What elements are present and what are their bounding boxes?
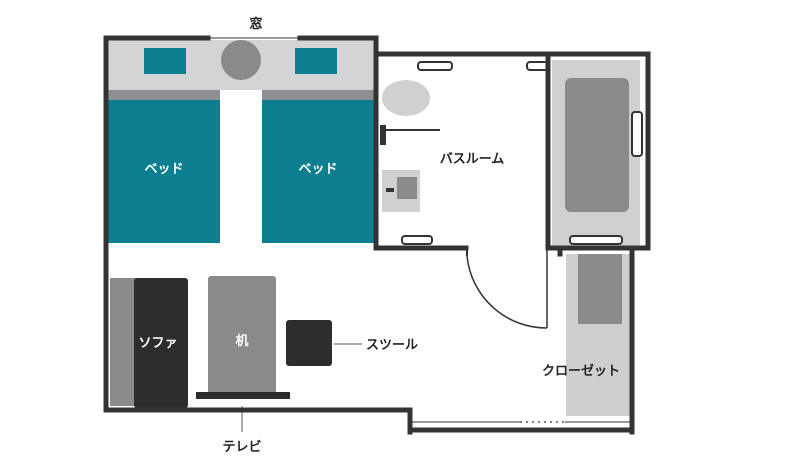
bed-right: ベッド: [262, 40, 374, 243]
walls: [103, 35, 651, 435]
toilet: [382, 61, 453, 116]
sink: [382, 170, 420, 212]
sofa-label: ソファ: [138, 336, 177, 351]
stool: スツール: [286, 320, 418, 366]
sofa: ソファ: [110, 278, 188, 408]
tv: [196, 392, 290, 399]
desk-label: 机: [235, 333, 248, 349]
bathroom-label: バスルーム: [440, 152, 505, 167]
closet-label: クローゼット: [542, 363, 620, 379]
bed-left: ベッド: [108, 40, 220, 243]
pillow-right: [295, 48, 337, 74]
shower-fixture: [380, 125, 386, 145]
stool-label: スツール: [366, 338, 418, 353]
bathroom-door: [466, 248, 548, 329]
pillow-left: [144, 48, 186, 74]
tv-label: テレビ: [222, 439, 261, 455]
bathtub: [552, 60, 643, 246]
lamp: [221, 40, 261, 80]
window-label: 窓: [249, 16, 262, 32]
desk: 机: [208, 276, 276, 394]
bed-right-label: ベッド: [298, 162, 337, 177]
towel-bar-bottom: [401, 235, 433, 245]
closet: クローゼット: [542, 254, 630, 416]
bed-left-label: ベッド: [144, 162, 183, 177]
